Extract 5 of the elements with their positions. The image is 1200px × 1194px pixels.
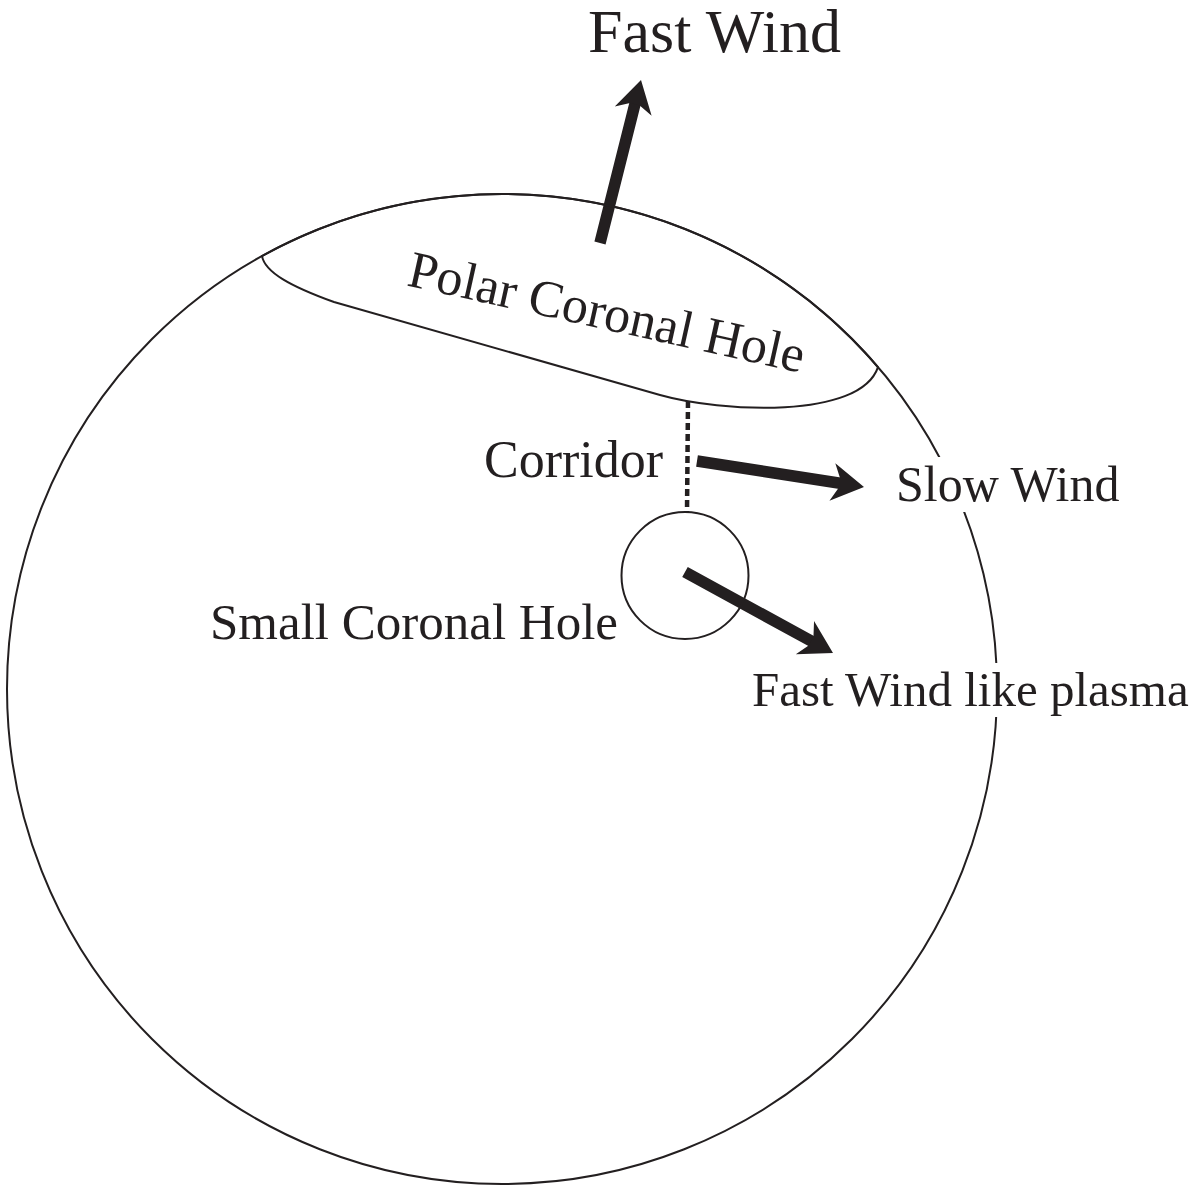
region-label: Small Coronal Hole: [210, 593, 618, 650]
wind-label: Fast Wind like plasma: [752, 663, 1189, 718]
region-label: Polar Coronal Hole: [403, 240, 811, 384]
wind-label: Slow Wind: [896, 456, 1120, 512]
wind-label: Fast Wind: [588, 0, 841, 63]
